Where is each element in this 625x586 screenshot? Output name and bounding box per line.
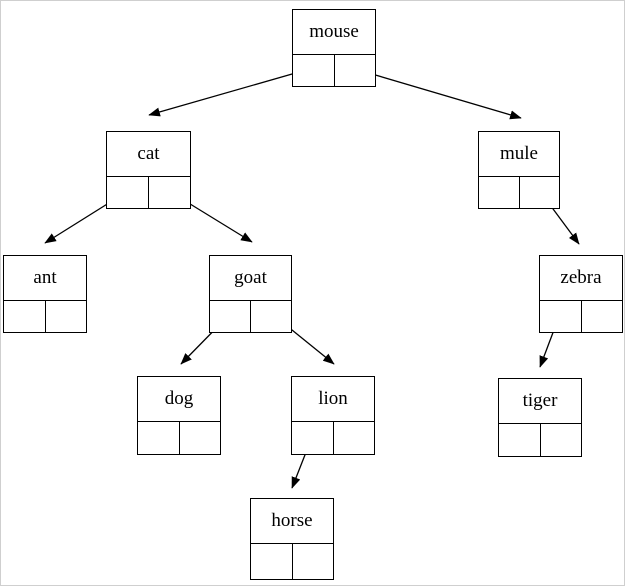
node-pointers-dog [138, 422, 220, 454]
node-label-cat: cat [107, 132, 190, 177]
node-pointers-zebra [540, 301, 622, 332]
left-pointer-cell-goat[interactable] [210, 301, 251, 332]
right-pointer-cell-horse[interactable] [292, 544, 333, 579]
node-pointers-mule [479, 177, 559, 208]
left-pointer-cell-horse[interactable] [251, 544, 293, 579]
left-pointer-cell-cat[interactable] [107, 177, 149, 208]
tree-node-horse[interactable]: horse [250, 498, 334, 580]
tree-node-mouse[interactable]: mouse [292, 9, 376, 87]
node-label-zebra: zebra [540, 256, 622, 301]
left-pointer-cell-zebra[interactable] [540, 301, 582, 332]
right-pointer-cell-lion[interactable] [333, 422, 374, 454]
node-pointers-mouse [293, 55, 375, 86]
left-pointer-cell-mouse[interactable] [293, 55, 335, 86]
tree-node-tiger[interactable]: tiger [498, 378, 582, 457]
node-label-horse: horse [251, 499, 333, 544]
left-pointer-cell-ant[interactable] [4, 301, 46, 332]
tree-node-ant[interactable]: ant [3, 255, 87, 333]
node-pointers-horse [251, 544, 333, 579]
left-pointer-cell-tiger[interactable] [499, 424, 541, 456]
left-pointer-cell-dog[interactable] [138, 422, 180, 454]
node-label-dog: dog [138, 377, 220, 422]
right-pointer-cell-cat[interactable] [149, 177, 190, 208]
node-label-ant: ant [4, 256, 86, 301]
right-pointer-cell-ant[interactable] [45, 301, 86, 332]
right-pointer-cell-tiger[interactable] [540, 424, 581, 456]
right-pointer-cell-goat[interactable] [251, 301, 291, 332]
node-label-tiger: tiger [499, 379, 581, 424]
node-pointers-lion [292, 422, 374, 454]
node-label-mouse: mouse [293, 10, 375, 55]
right-pointer-cell-zebra[interactable] [581, 301, 622, 332]
tree-node-zebra[interactable]: zebra [539, 255, 623, 333]
right-pointer-cell-mouse[interactable] [334, 55, 375, 86]
tree-node-dog[interactable]: dog [137, 376, 221, 455]
left-pointer-cell-mule[interactable] [479, 177, 520, 208]
tree-node-goat[interactable]: goat [209, 255, 292, 333]
node-pointers-goat [210, 301, 291, 332]
node-label-lion: lion [292, 377, 374, 422]
node-label-goat: goat [210, 256, 291, 301]
node-pointers-ant [4, 301, 86, 332]
tree-edge-mouse-mule [354, 68, 522, 120]
tree-node-mule[interactable]: mule [478, 131, 560, 209]
tree-edge-mouse-cat [148, 67, 314, 117]
right-pointer-cell-mule[interactable] [519, 177, 559, 208]
node-label-mule: mule [479, 132, 559, 177]
tree-node-cat[interactable]: cat [106, 131, 191, 209]
node-pointers-tiger [499, 424, 581, 456]
tree-node-lion[interactable]: lion [291, 376, 375, 455]
right-pointer-cell-dog[interactable] [179, 422, 220, 454]
node-pointers-cat [107, 177, 190, 208]
left-pointer-cell-lion[interactable] [292, 422, 334, 454]
